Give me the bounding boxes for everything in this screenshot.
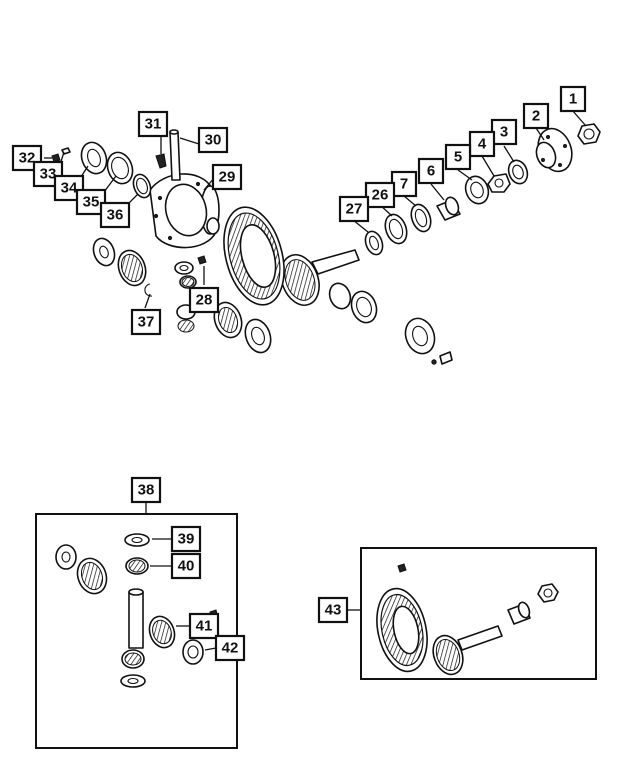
callout-4: 4	[468, 130, 496, 158]
svg-text:1: 1	[569, 91, 577, 108]
callout-6: 6	[417, 157, 445, 185]
svg-text:40: 40	[178, 558, 195, 575]
leader-lines-upper	[44, 109, 587, 309]
svg-text:6: 6	[427, 163, 435, 180]
svg-text:36: 36	[107, 207, 124, 224]
pinion-mate-shaft	[169, 129, 181, 181]
svg-text:32: 32	[19, 150, 36, 167]
upper-assembly: 1 2 3 4 5 6 7 26 27 29 30 31 32 33 34	[11, 85, 601, 365]
callout-42: 42	[214, 634, 246, 662]
kit-frame-38	[35, 513, 238, 749]
differential-gear-kit: 38 39 40 41 42	[35, 476, 246, 749]
callout-32: 32	[11, 144, 43, 172]
collapsible-spacer	[436, 196, 461, 221]
svg-text:34: 34	[61, 180, 78, 197]
callout-40: 40	[170, 552, 202, 580]
side-bearing-cup	[106, 151, 134, 185]
c-clip	[144, 283, 153, 297]
callout-39: 39	[170, 525, 202, 553]
side-bearing-cone	[80, 141, 108, 175]
bearing-cup	[410, 203, 432, 233]
yoke-flange	[404, 317, 453, 365]
callout-28: 28	[188, 286, 220, 314]
svg-text:27: 27	[346, 201, 363, 218]
callout-30: 30	[197, 126, 229, 154]
ring-gear-bolt	[51, 153, 61, 163]
callout-37: 37	[130, 308, 162, 336]
svg-text:43: 43	[325, 602, 342, 619]
callout-26: 26	[364, 181, 396, 209]
callout-35: 35	[75, 188, 107, 216]
ring-gear	[223, 206, 285, 306]
callout-1: 1	[559, 85, 587, 113]
callout-2: 2	[522, 102, 550, 130]
svg-text:41: 41	[196, 618, 213, 635]
pinion-shim	[364, 230, 384, 256]
callout-43: 43	[317, 596, 349, 624]
callout-31: 31	[137, 110, 169, 138]
pinion-mate-gears	[174, 255, 207, 333]
svg-text:31: 31	[145, 116, 162, 133]
callout-38: 38	[130, 476, 162, 504]
side-gear-right	[213, 301, 272, 354]
rear-pinion-bearing	[328, 282, 378, 324]
callout-33: 33	[32, 160, 64, 188]
svg-text:38: 38	[138, 482, 155, 499]
callout-27: 27	[338, 195, 370, 223]
svg-text:2: 2	[532, 108, 540, 125]
svg-text:26: 26	[372, 187, 389, 204]
side-gear-left	[92, 237, 147, 287]
drive-pinion	[280, 249, 360, 306]
pinion-nut	[577, 123, 601, 145]
svg-text:30: 30	[205, 132, 222, 149]
svg-text:33: 33	[40, 166, 57, 183]
svg-text:4: 4	[478, 136, 487, 153]
callout-36: 36	[99, 201, 131, 229]
svg-text:5: 5	[454, 149, 462, 166]
slinger	[487, 173, 511, 193]
callout-29: 29	[211, 163, 243, 191]
svg-text:28: 28	[196, 292, 213, 309]
callout-5: 5	[444, 143, 472, 171]
front-pinion-bearing	[464, 175, 490, 205]
ring-and-pinion-kit: 43	[317, 547, 597, 680]
svg-text:39: 39	[178, 531, 195, 548]
callout-7: 7	[390, 170, 418, 198]
kit-frame-43	[360, 547, 597, 680]
svg-text:37: 37	[138, 314, 155, 331]
side-shim	[132, 173, 152, 199]
shaft-lock-screw	[155, 153, 167, 169]
pinion-bearing-cup	[384, 213, 408, 245]
svg-text:7: 7	[400, 176, 408, 193]
callout-41: 41	[188, 612, 220, 640]
svg-text:3: 3	[500, 124, 508, 141]
svg-text:29: 29	[219, 169, 236, 186]
companion-flange	[535, 127, 573, 173]
svg-text:35: 35	[83, 194, 100, 211]
differential-case	[149, 173, 220, 249]
callout-3: 3	[490, 118, 518, 146]
svg-text:42: 42	[222, 640, 239, 657]
